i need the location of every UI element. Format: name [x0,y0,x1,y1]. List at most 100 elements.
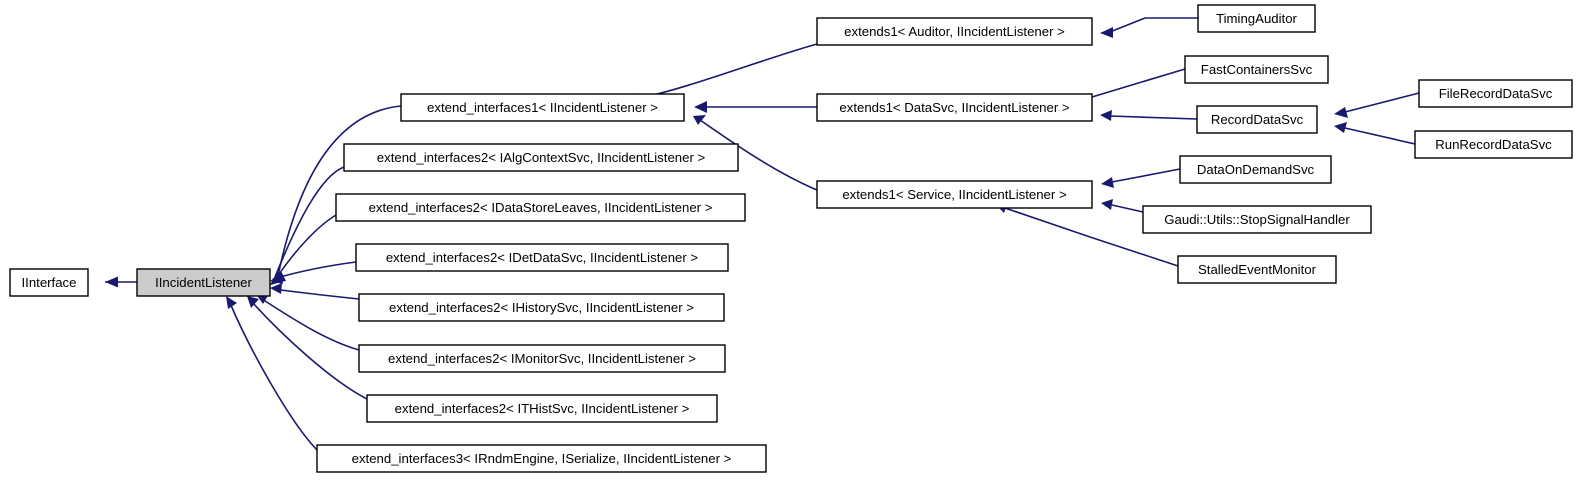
class-node-stalled[interactable]: StalledEventMonitor [1177,255,1337,284]
inheritance-arrowhead-icon [1334,107,1348,118]
class-node-ei3_rndm[interactable]: extend_interfaces3< IRndmEngine, ISerial… [316,444,767,473]
nodes-layer: IInterface IIncidentListener extend_interf… [9,4,1573,473]
inheritance-arrowhead-icon [694,101,707,113]
node-label: extend_interfaces2< IDataStoreLeaves, II… [369,200,713,215]
inheritance-arrowhead-icon [1101,177,1114,188]
class-node-ei1[interactable]: extend_interfaces1< IIncidentListener > [400,93,685,122]
edge-line [1109,115,1198,120]
edge-recorddata-to-ex1_datasvc [1100,110,1198,121]
node-label: RunRecordDataSvc [1435,137,1552,152]
class-node-runrecord[interactable]: RunRecordDataSvc [1414,130,1573,159]
node-label: extend_interfaces1< IIncidentListener > [427,100,658,115]
edge-line [1111,168,1181,183]
class-node-ei2_dsleaves[interactable]: extend_interfaces2< IDataStoreLeaves, II… [335,193,746,222]
class-node-iincident[interactable]: IIncidentListener [136,268,271,297]
edge-timingauditor-to-ex1_auditor [1100,17,1198,38]
edge-line [277,105,402,277]
node-label: extend_interfaces2< ITHistSvc, IIncident… [395,401,690,416]
edge-line [274,166,345,278]
node-box[interactable] [358,344,726,373]
class-node-ei2_thist[interactable]: extend_interfaces2< ITHistSvc, IIncident… [366,394,718,423]
inheritance-arrowhead-icon [1334,122,1347,133]
node-label: IInterface [22,275,77,290]
node-box[interactable] [1418,79,1573,108]
node-label: extend_interfaces2< IDetDataSvc, IIncide… [386,250,699,265]
node-box[interactable] [358,293,725,322]
class-node-stopsignal[interactable]: Gaudi::Utils::StopSignalHandler [1142,205,1372,234]
node-box[interactable] [1177,255,1337,284]
node-box[interactable] [343,143,739,172]
node-box[interactable] [316,444,767,473]
edge-dataondemand-to-ex1_service [1101,168,1181,188]
inheritance-arrowhead-icon [226,296,237,309]
edge-line [1109,17,1198,33]
node-box[interactable] [400,93,685,122]
edge-runrecord-to-recorddata [1334,122,1416,145]
node-box[interactable] [816,180,1093,209]
node-label: extends1< DataSvc, IIncidentListener > [839,100,1069,115]
node-box[interactable] [136,268,271,297]
node-label: extend_interfaces3< IRndmEngine, ISerial… [352,451,732,466]
edge-line [1344,127,1416,145]
edge-line [276,214,337,278]
node-label: StalledEventMonitor [1198,262,1317,277]
node-label: FastContainersSvc [1201,62,1313,77]
class-node-dataondemand[interactable]: DataOnDemandSvc [1179,155,1332,184]
node-box[interactable] [816,93,1093,122]
node-label: extend_interfaces2< IAlgContextSvc, IInc… [377,150,706,165]
edge-line [1004,207,1179,267]
class-node-ei2_algctx[interactable]: extend_interfaces2< IAlgContextSvc, IInc… [343,143,739,172]
class-node-ei2_monitor[interactable]: extend_interfaces2< IMonitorSvc, IIncide… [358,344,726,373]
node-box[interactable] [1142,205,1372,234]
inheritance-arrowhead-icon [1101,199,1113,210]
node-label: RecordDataSvc [1211,112,1304,127]
node-label: FileRecordDataSvc [1439,86,1553,101]
edge-ei2_thist-to-iincident [247,296,368,400]
edge-ex1_service-to-ei1 [693,115,818,191]
node-box[interactable] [1196,105,1318,134]
edge-line [1111,204,1144,213]
inheritance-arrowhead-icon [1100,110,1112,121]
node-box[interactable] [1184,55,1329,84]
inheritance-arrowhead-icon [693,115,706,125]
node-box[interactable] [355,243,729,272]
class-node-ex1_auditor[interactable]: extends1< Auditor, IIncidentListener > [816,17,1093,46]
edge-ei3_rndm-to-iincident [226,296,318,451]
edge-line [261,298,360,351]
edge-line [251,301,368,400]
node-box[interactable] [1179,155,1332,184]
class-node-filerecord[interactable]: FileRecordDataSvc [1418,79,1573,108]
class-node-ei2_history[interactable]: extend_interfaces2< IHistorySvc, IIncide… [358,293,725,322]
edge-line [272,288,360,300]
node-box[interactable] [366,394,718,423]
node-label: extend_interfaces2< IHistorySvc, IIncide… [389,300,694,315]
class-node-ex1_service[interactable]: extends1< Service, IIncidentListener > [816,180,1093,209]
node-box[interactable] [816,17,1093,46]
node-label: Gaudi::Utils::StopSignalHandler [1164,212,1350,227]
class-node-timingauditor[interactable]: TimingAuditor [1197,4,1316,33]
edge-ei2_detdata-to-iincident [270,261,357,284]
node-box[interactable] [335,193,746,222]
edge-iincident-to-iinterface [105,276,137,288]
node-box[interactable] [1414,130,1573,159]
class-node-ex1_datasvc[interactable]: extends1< DataSvc, IIncidentListener > [816,93,1093,122]
node-box[interactable] [1197,4,1316,33]
node-label: DataOnDemandSvc [1197,162,1315,177]
node-label: extends1< Auditor, IIncidentListener > [844,24,1065,39]
node-box[interactable] [9,268,89,297]
edges-layer [105,17,1420,451]
class-node-ei2_detdata[interactable]: extend_interfaces2< IDetDataSvc, IIncide… [355,243,729,272]
edge-stopsignal-to-ex1_service [1101,199,1144,213]
inheritance-arrowhead-icon [270,283,282,294]
inheritance-arrowhead-icon [1100,27,1113,38]
class-node-fastcont[interactable]: FastContainersSvc [1184,55,1329,84]
edge-ei2_history-to-iincident [270,283,360,300]
edge-line [635,43,818,100]
inheritance-arrowhead-icon [105,276,118,288]
class-node-recorddata[interactable]: RecordDataSvc [1196,105,1318,134]
node-label: extend_interfaces2< IMonitorSvc, IIncide… [388,351,696,366]
class-node-iinterface[interactable]: IInterface [9,268,89,297]
inheritance-arrowhead-icon [247,296,259,308]
